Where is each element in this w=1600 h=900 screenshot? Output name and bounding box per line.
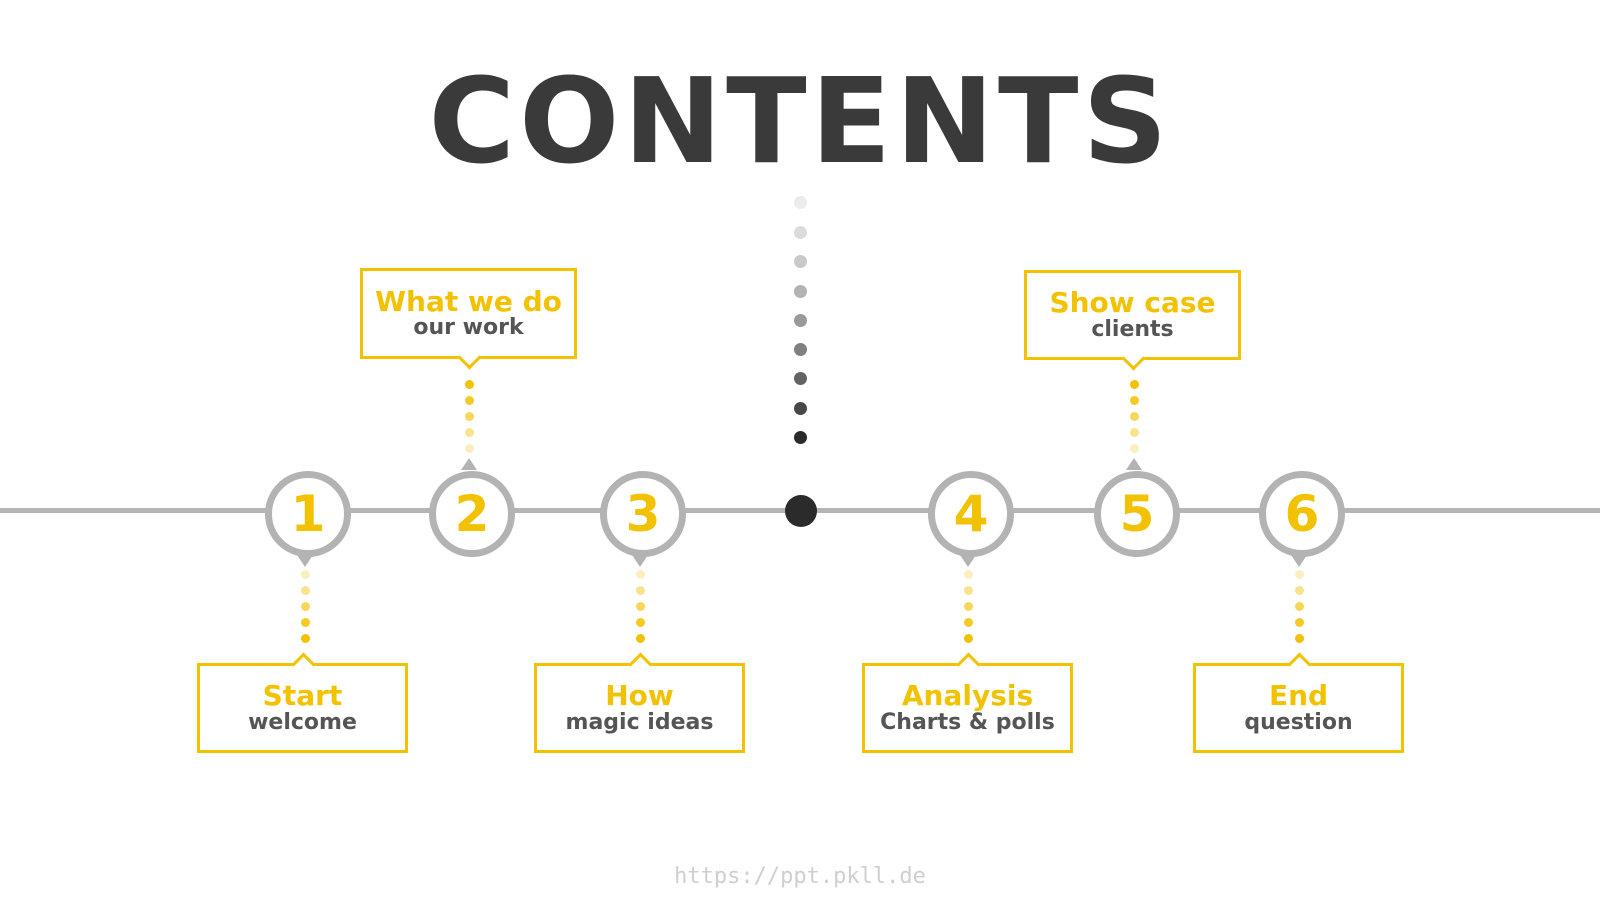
step-5-number: 5 xyxy=(1119,485,1155,543)
step-5-title: Show case xyxy=(1049,286,1216,320)
connector-dot xyxy=(1295,602,1304,611)
step-6-box-notch xyxy=(1287,652,1312,677)
step-2-pointer xyxy=(461,458,477,470)
connector-dot xyxy=(1130,380,1139,389)
step-4-circle: 4 xyxy=(928,471,1014,557)
center-connector-dot xyxy=(794,226,807,239)
step-2-title: What we do xyxy=(375,284,562,318)
connector-dot xyxy=(465,380,474,389)
step-1-circle: 1 xyxy=(265,471,351,557)
center-connector-dot xyxy=(794,431,807,444)
step-6-circle: 6 xyxy=(1259,471,1345,557)
step-6-subtitle: question xyxy=(1244,709,1353,735)
step-5-subtitle: clients xyxy=(1091,316,1174,342)
connector-dot xyxy=(301,634,310,643)
center-connector-dot xyxy=(794,372,807,385)
connector-dot xyxy=(636,586,645,595)
step-3-box-notch xyxy=(628,652,653,677)
connector-dot xyxy=(1130,444,1139,453)
step-3-title: How xyxy=(605,679,674,713)
step-1-box-notch xyxy=(291,652,316,677)
connector-dot xyxy=(636,618,645,627)
connector-dot xyxy=(964,586,973,595)
step-2-circle: 2 xyxy=(429,471,515,557)
connector-dot xyxy=(1295,586,1304,595)
center-connector-dot xyxy=(794,196,807,209)
center-connector-dot xyxy=(794,402,807,415)
step-3-pointer xyxy=(632,555,648,567)
step-1-box: Start welcome xyxy=(197,652,408,753)
step-6-number: 6 xyxy=(1284,485,1320,543)
connector-dot xyxy=(1295,570,1304,579)
connector-dot xyxy=(1130,396,1139,405)
page-title: CONTENTS xyxy=(428,52,1172,190)
connector-dot xyxy=(301,570,310,579)
timeline-center-dot xyxy=(785,495,817,527)
step-4-box-notch xyxy=(956,652,981,677)
connector-dot xyxy=(301,586,310,595)
connector-dot xyxy=(964,634,973,643)
step-1-number: 1 xyxy=(290,485,326,543)
connector-dot xyxy=(1295,618,1304,627)
step-3-subtitle: magic ideas xyxy=(565,709,714,735)
step-4-title: Analysis xyxy=(901,679,1034,713)
step-4-subtitle: Charts & polls xyxy=(880,709,1055,735)
step-5-box-notch xyxy=(1121,346,1146,371)
step-2-box-notch xyxy=(457,345,482,370)
connector-dot xyxy=(301,618,310,627)
step-1-title: Start xyxy=(262,679,343,713)
center-connector-dot xyxy=(794,255,807,268)
connector-dot xyxy=(301,602,310,611)
step-3-box: How magic ideas xyxy=(534,652,745,753)
connector-dot xyxy=(636,602,645,611)
connector-dot xyxy=(1130,412,1139,421)
connector-dot xyxy=(636,634,645,643)
connector-dot xyxy=(465,444,474,453)
connector-dot xyxy=(964,618,973,627)
center-connector-dot xyxy=(794,285,807,298)
center-connector-dot xyxy=(794,343,807,356)
step-2-subtitle: our work xyxy=(413,315,524,341)
step-6-box: End question xyxy=(1193,652,1404,753)
footer-url: https://ppt.pkll.de xyxy=(674,864,926,889)
connector-dot xyxy=(1130,428,1139,437)
step-2-number: 2 xyxy=(454,485,490,543)
step-2-box: What we do our work xyxy=(360,268,577,370)
step-4-box: Analysis Charts & polls xyxy=(862,652,1073,753)
step-1-subtitle: welcome xyxy=(248,709,357,735)
connector-dot xyxy=(636,570,645,579)
connector-dot xyxy=(465,412,474,421)
step-5-circle: 5 xyxy=(1094,471,1180,557)
connector-dot xyxy=(465,428,474,437)
connector-dot xyxy=(964,602,973,611)
step-3-circle: 3 xyxy=(600,471,686,557)
step-3-number: 3 xyxy=(625,485,661,543)
step-6-pointer xyxy=(1291,555,1307,567)
connector-dot xyxy=(1295,634,1304,643)
step-5-pointer xyxy=(1126,458,1142,470)
step-4-pointer xyxy=(960,555,976,567)
step-4-number: 4 xyxy=(953,485,989,543)
connector-dot xyxy=(964,570,973,579)
step-1-pointer xyxy=(297,555,313,567)
step-6-title: End xyxy=(1268,679,1329,713)
connector-dot xyxy=(465,396,474,405)
center-connector-dot xyxy=(794,314,807,327)
step-5-box: Show case clients xyxy=(1024,270,1241,371)
